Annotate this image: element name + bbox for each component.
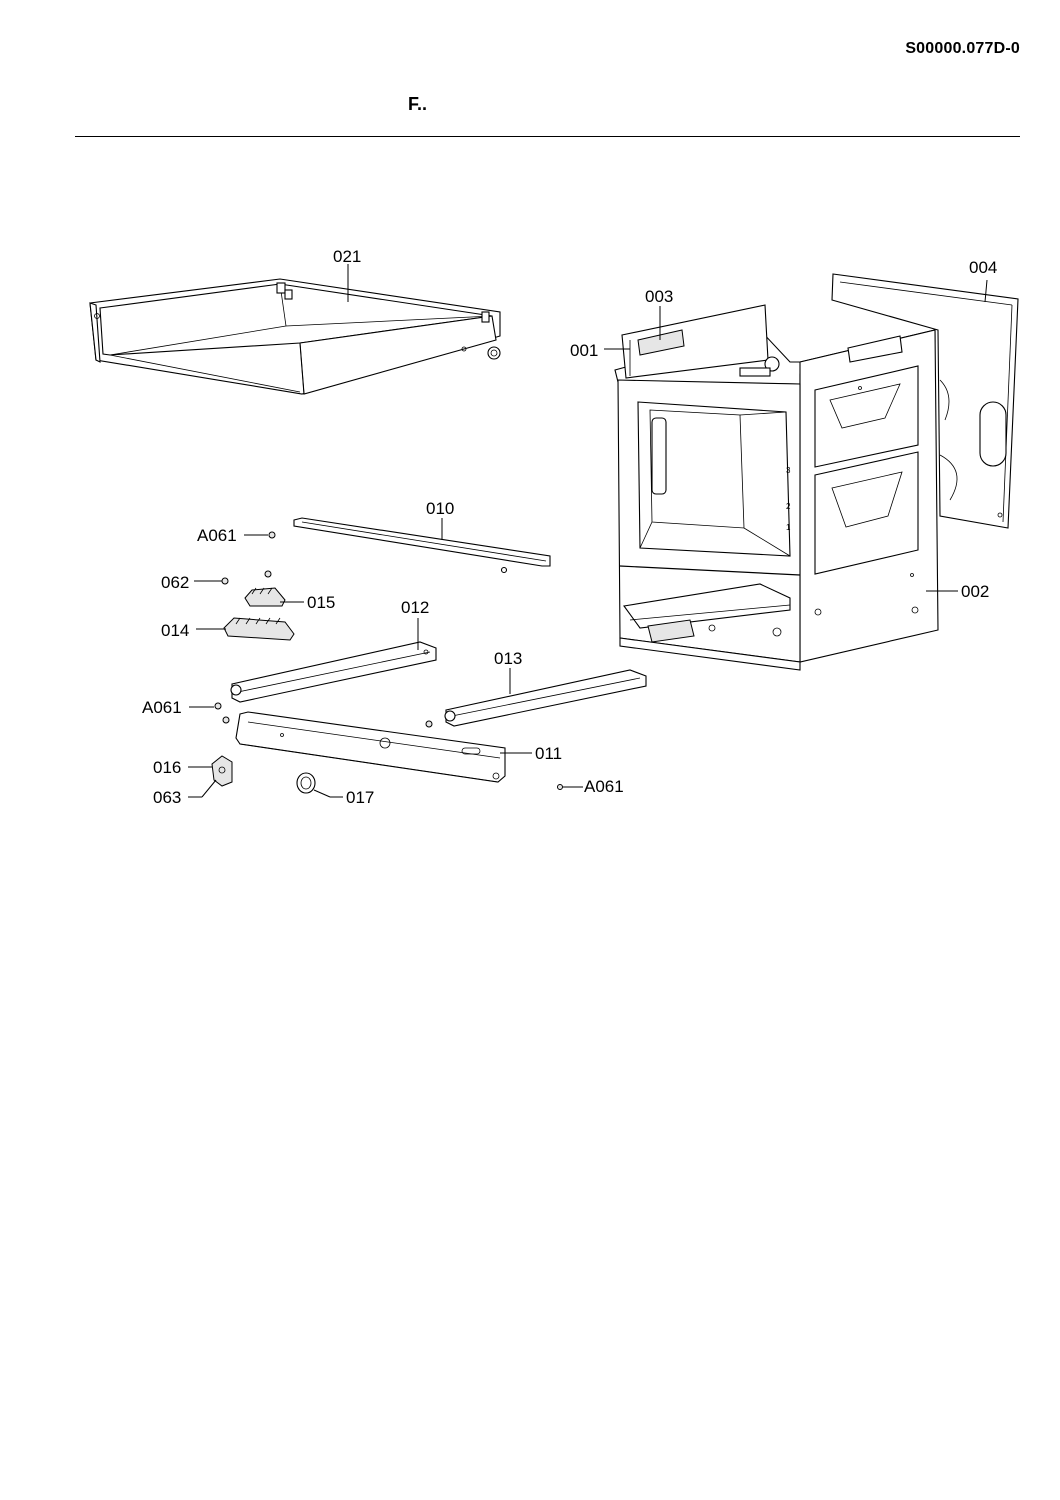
callout-012: 012	[401, 598, 429, 617]
screw-a061-a	[268, 531, 276, 539]
callout-010: 010	[426, 499, 454, 518]
part-062-screw	[221, 570, 272, 585]
callout-016: 016	[153, 758, 181, 777]
part-013-side-rail	[444, 669, 647, 727]
callout-062: 062	[161, 573, 189, 592]
callout-013: 013	[494, 649, 522, 668]
part-017-knob	[296, 772, 316, 794]
svg-text:3: 3	[786, 466, 791, 475]
callout-004: 004	[969, 258, 997, 277]
svg-text:2: 2	[786, 502, 791, 511]
part-010-top-rail	[293, 517, 551, 574]
part-011-bottom-crossbar	[235, 711, 506, 783]
callout-063: 063	[153, 788, 181, 807]
callout-003: 003	[645, 287, 673, 306]
callout-a061-c: A061	[584, 777, 624, 796]
leader-lines	[188, 264, 988, 798]
part-016-bracket	[211, 755, 233, 787]
svg-text:1: 1	[786, 523, 791, 532]
section-label: F..	[408, 94, 428, 114]
part-004-rear-panel	[831, 273, 1019, 529]
part-015-burner-block	[244, 587, 286, 607]
screw-a061-c	[557, 784, 563, 790]
part-002-oven-body: 3 2 1	[614, 304, 939, 671]
callout-001: 001	[570, 341, 598, 360]
callout-a061-b: A061	[142, 698, 182, 717]
callout-002: 002	[961, 582, 989, 601]
document-id: S00000.077D-0	[905, 40, 1020, 57]
header-rule	[75, 136, 1020, 137]
callout-017: 017	[346, 788, 374, 807]
callout-015: 015	[307, 593, 335, 612]
callout-011: 011	[535, 744, 562, 763]
part-021-drawer	[89, 278, 501, 395]
part-014-burner-block	[223, 617, 295, 641]
part-012-side-rail	[230, 641, 437, 703]
callout-021: 021	[333, 247, 361, 266]
callout-014: 014	[161, 621, 189, 640]
screw-a061-b	[214, 702, 433, 728]
callout-a061-a: A061	[197, 526, 237, 545]
